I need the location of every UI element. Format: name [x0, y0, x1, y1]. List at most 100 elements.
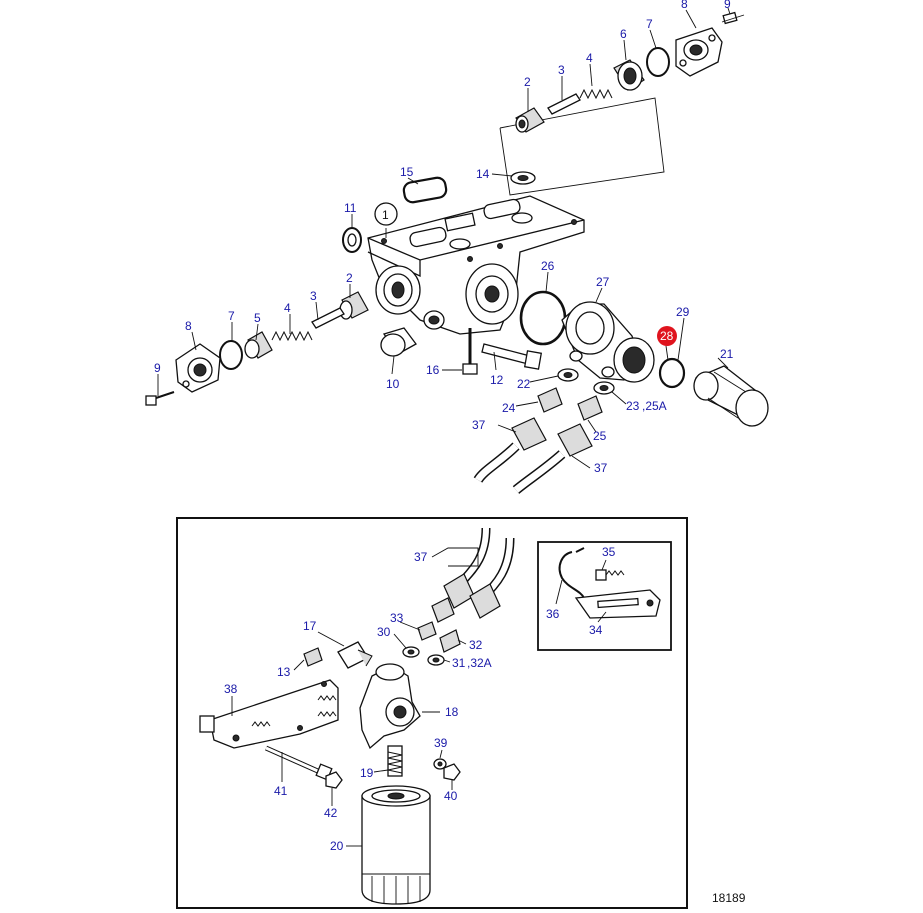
callout-23: 23 [626, 399, 640, 413]
part-25-fitting [577, 395, 603, 421]
figure-reference-number: 18189 [712, 891, 746, 905]
group-bracket [499, 97, 665, 196]
callout-41: 41 [274, 784, 288, 798]
part-21-plug [693, 365, 769, 427]
callout-26: 26 [541, 259, 555, 273]
leaders-lower [231, 621, 467, 847]
part-26-oring [519, 290, 567, 346]
part-9-left-bolt [145, 391, 175, 406]
part-24-fitting [537, 387, 563, 413]
callout-6: 6 [620, 27, 627, 41]
part-32-fitting [439, 629, 461, 653]
detail-frame [176, 517, 688, 909]
callout-32: 32 [469, 638, 483, 652]
callout-10: 10 [386, 377, 400, 391]
part-12-bolt [481, 343, 543, 370]
leaders-inset [555, 559, 607, 623]
callout-3: 3 [558, 63, 565, 77]
part-38-bracket [199, 679, 339, 749]
part-18-filter-head [359, 663, 421, 750]
callout-29: 29 [676, 305, 690, 319]
callout-25: 25 [593, 429, 607, 443]
part-1-housing [367, 195, 585, 335]
part-7-top-oring [646, 47, 670, 77]
part-11-washer [342, 227, 362, 253]
part-4-top-spring [579, 88, 613, 100]
part-36-clip [558, 547, 585, 599]
part-4-left-spring [271, 330, 313, 342]
part-33-fitting [417, 621, 437, 641]
part-8-left-flange [175, 343, 221, 393]
part-14-washer [510, 171, 536, 185]
part-19-nipple [387, 745, 403, 777]
part-5-bushing [244, 331, 273, 359]
callout-27: 27 [596, 275, 610, 289]
part-9-top-bolt [721, 11, 745, 25]
callout-17: 17 [303, 619, 317, 633]
callout-18: 18 [445, 705, 459, 719]
part-10-plug [380, 327, 417, 357]
callout-34: 34 [589, 623, 603, 637]
callout-2: 2 [524, 75, 531, 89]
callout-21: 21 [720, 347, 734, 361]
part-30-washer [402, 646, 420, 658]
part-3-top-pin [547, 93, 581, 115]
callout-12: 12 [490, 373, 504, 387]
callout-19: 19 [360, 766, 374, 780]
callout-36: 36 [546, 607, 560, 621]
callout-9: 9 [154, 361, 161, 375]
callout-7: 7 [646, 17, 653, 31]
part-20-oil-filter [361, 785, 431, 905]
part-34-bracket [574, 589, 661, 619]
callout-37: 37 [594, 461, 608, 475]
callout-37: 37 [414, 550, 428, 564]
part-23-washer [593, 381, 615, 395]
part-7-left-oring [219, 340, 243, 370]
callout-1: 1 [382, 208, 389, 222]
callout-9: 9 [724, 0, 731, 11]
part-42-nut [325, 771, 343, 789]
part-15-gasket [402, 176, 448, 204]
part-2-left-piston [339, 291, 369, 320]
part-41-stud [264, 745, 333, 781]
part-27-elbow [561, 301, 655, 383]
callout-39: 39 [434, 736, 448, 750]
callout-8: 8 [681, 0, 688, 11]
callout-3: 3 [310, 289, 317, 303]
callout-40: 40 [444, 789, 458, 803]
part-8-top-flange [675, 27, 723, 77]
callout-24: 24 [502, 401, 516, 415]
callout-15: 15 [400, 165, 414, 179]
callout-7: 7 [228, 309, 235, 323]
part-22-washer [557, 368, 579, 382]
callout-1-ring [374, 202, 398, 226]
highlight-marker [657, 326, 677, 346]
part-29-oring [658, 357, 686, 389]
callout-14: 14 [476, 167, 490, 181]
part-17-sensor [337, 641, 373, 669]
bracket-studs [251, 695, 337, 727]
part-13-sensor [303, 647, 323, 667]
part-37-hose-right [512, 423, 593, 494]
callout-16: 16 [426, 363, 440, 377]
callout-42: 42 [324, 806, 338, 820]
callout-4: 4 [586, 51, 593, 65]
part-16-bolt [462, 328, 478, 375]
callout-35: 35 [602, 545, 616, 559]
part-6-bushing [613, 59, 645, 91]
callout-20: 20 [330, 839, 344, 853]
lower-hoses [431, 527, 515, 623]
part-31-washer [427, 654, 445, 666]
part-40-nut [443, 763, 461, 781]
leaders-upper [157, 7, 731, 469]
callout-2: 2 [346, 271, 353, 285]
callout-31: 31 [452, 656, 466, 670]
callout-13: 13 [277, 665, 291, 679]
callout-30: 30 [377, 625, 391, 639]
part-39-washer [433, 758, 447, 770]
callout-37: 37 [472, 418, 486, 432]
part-3-left-pin [311, 307, 345, 329]
callout-5: 5 [254, 311, 261, 325]
